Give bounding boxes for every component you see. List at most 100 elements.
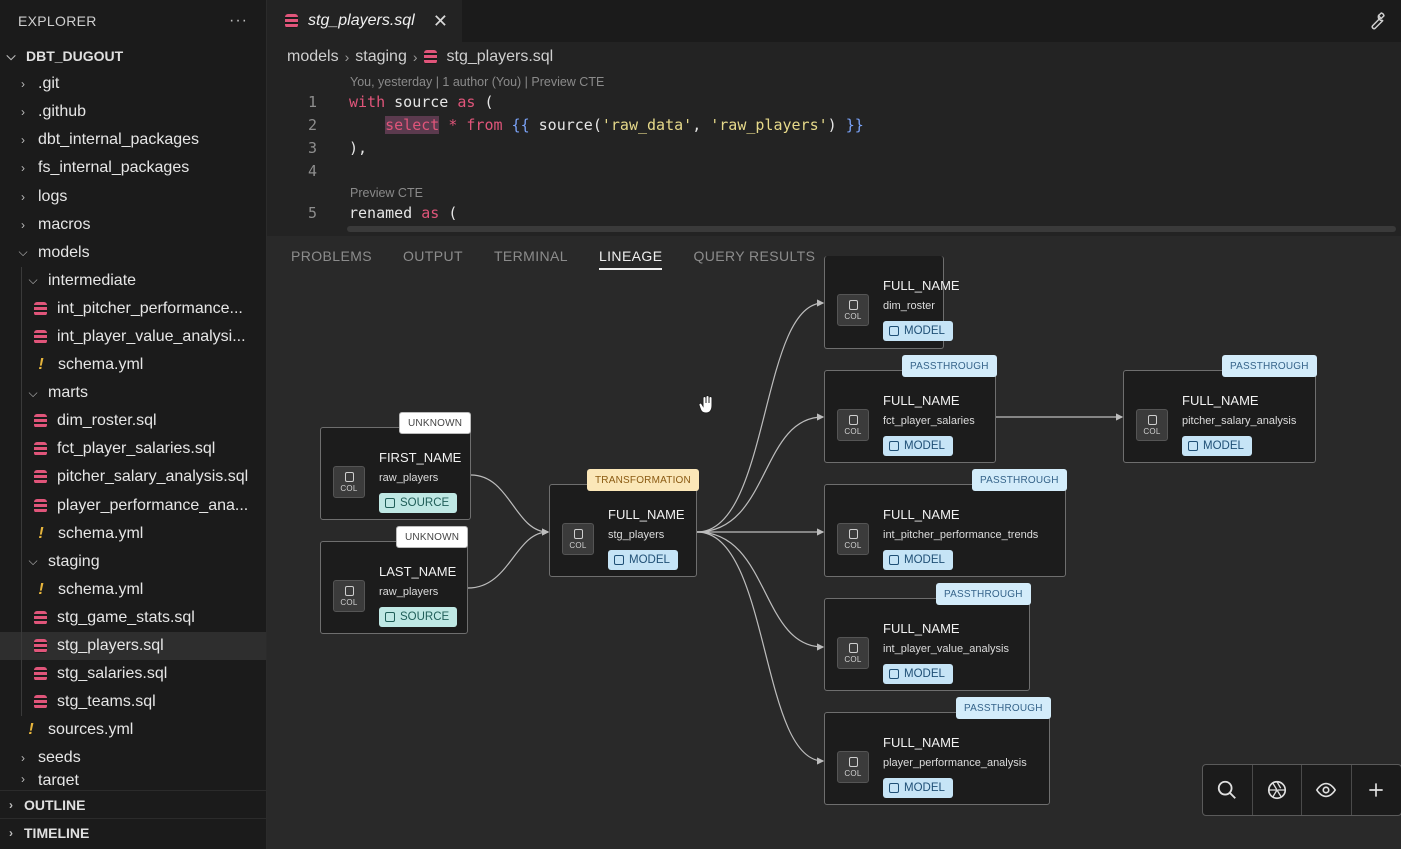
tab-terminal[interactable]: TERMINAL — [493, 248, 568, 264]
tree-root[interactable]: ⌵ DBT_DUGOUT — [0, 42, 266, 70]
code-token: renamed — [349, 203, 413, 222]
tree-item-stg-salaries[interactable]: stg_salaries.sql — [0, 660, 266, 689]
code-token: 'raw_players' — [710, 115, 828, 134]
tree-item-label: fs_internal_packages — [38, 159, 190, 177]
column-icon: COL — [837, 751, 869, 783]
lineage-controls — [1202, 764, 1401, 816]
code-line-4: 4 — [267, 159, 349, 182]
tree-item-seeds[interactable]: ›seeds — [0, 744, 266, 772]
tree-item-label: stg_salaries.sql — [57, 665, 168, 683]
node-model-name: int_pitcher_performance_trends — [883, 529, 1039, 541]
code-token: }} — [836, 115, 864, 134]
tab-output[interactable]: OUTPUT — [403, 248, 463, 264]
tree-item-staging[interactable]: ⌵staging — [0, 547, 266, 576]
lineage-node-fct-player-salaries[interactable]: COL FULL_NAME fct_player_salaries MODEL — [824, 370, 996, 463]
tree-item-label: schema.yml — [58, 580, 144, 598]
tree-item-stg-teams[interactable]: stg_teams.sql — [0, 688, 266, 717]
tree-item-pitcher-salary[interactable]: pitcher_salary_analysis.sql — [0, 463, 266, 492]
wrench-icon[interactable] — [1365, 10, 1387, 32]
status-badge: UNKNOWN — [399, 412, 472, 434]
lineage-node-pitcher-salary-analysis[interactable]: COL FULL_NAME pitcher_salary_analysis MO… — [1123, 370, 1316, 463]
tree-item-stg-players[interactable]: stg_players.sql — [0, 631, 266, 661]
lineage-node-int-player-value[interactable]: COL FULL_NAME int_player_value_analysis … — [824, 598, 1030, 691]
code-editor[interactable]: models › staging › stg_players.sql You, … — [267, 42, 1401, 232]
node-column-name: FULL_NAME — [883, 735, 960, 750]
panel-tabs: PROBLEMS OUTPUT TERMINAL LINEAGE QUERY R… — [267, 236, 1401, 276]
node-model-name: stg_players — [608, 529, 665, 541]
tab-label: stg_players.sql — [308, 12, 415, 29]
tree-item-target[interactable]: ›target — [0, 772, 266, 786]
tree-item-models[interactable]: ⌵models — [0, 239, 266, 267]
node-model-name: player_performance_analysis — [883, 757, 1027, 769]
tree-item-marts[interactable]: ⌵marts — [0, 379, 266, 408]
tree-item-stg-game-stats[interactable]: stg_game_stats.sql — [0, 603, 266, 632]
tab-stg-players[interactable]: stg_players.sql ✕ — [267, 0, 462, 42]
visibility-button[interactable] — [1302, 765, 1352, 815]
source-pill: SOURCE — [379, 493, 458, 513]
lineage-node-last-name[interactable]: COL LAST_NAME raw_players SOURCE — [320, 541, 468, 634]
tree-item-schema-yml-stg[interactable]: !schema.yml — [0, 575, 266, 604]
tree-item-fs-internal[interactable]: ›fs_internal_packages — [0, 154, 266, 182]
status-badge: PASSTHROUGH — [1222, 355, 1317, 377]
tree-item-label: .github — [38, 103, 87, 121]
tree-item-fct-salaries[interactable]: fct_player_salaries.sql — [0, 435, 266, 464]
breadcrumb-models[interactable]: models — [287, 48, 339, 65]
code-token: ( — [475, 92, 494, 111]
tree-item-dim-roster[interactable]: dim_roster.sql — [0, 407, 266, 436]
status-badge: PASSTHROUGH — [902, 355, 997, 377]
search-button[interactable] — [1203, 765, 1253, 815]
column-icon: COL — [562, 523, 594, 555]
tree-item-macros[interactable]: ›macros — [0, 211, 266, 239]
tab-lineage[interactable]: LINEAGE — [598, 236, 663, 276]
tree-item-int-player[interactable]: int_player_value_analysi... — [0, 322, 266, 352]
database-icon — [34, 301, 47, 316]
code-token — [349, 116, 385, 134]
codelens-blame[interactable]: You, yesterday | 1 author (You) | Previe… — [350, 75, 605, 89]
node-column-name: FIRST_NAME — [379, 450, 462, 465]
tree-item-player-perf[interactable]: player_performance_ana... — [0, 491, 266, 520]
database-icon — [34, 667, 47, 682]
column-icon: COL — [333, 580, 365, 612]
editor-tab-bar: stg_players.sql ✕ — [267, 0, 1401, 42]
tree-item-label: dbt_internal_packages — [38, 131, 200, 149]
breadcrumb-file[interactable]: stg_players.sql — [446, 48, 554, 65]
code-line-3: 3), — [267, 136, 367, 159]
database-icon — [34, 442, 47, 457]
horizontal-scrollbar[interactable] — [347, 226, 1396, 232]
database-icon — [34, 695, 47, 710]
breadcrumb-staging[interactable]: staging — [355, 48, 407, 65]
tab-query-results[interactable]: QUERY RESULTS — [693, 248, 816, 264]
tree-item-label: schema.yml — [58, 524, 144, 542]
codelens-preview[interactable]: Preview CTE — [350, 186, 423, 200]
tree-item-intermediate[interactable]: ⌵intermediate — [0, 266, 266, 295]
chevron-right-icon: › — [21, 189, 25, 204]
lineage-node-player-performance[interactable]: COL FULL_NAME player_performance_analysi… — [824, 712, 1050, 805]
lineage-node-first-name[interactable]: COL FIRST_NAME raw_players SOURCE — [320, 427, 471, 520]
close-icon[interactable]: ✕ — [432, 10, 448, 31]
more-actions-icon[interactable]: ··· — [229, 12, 248, 29]
line-number: 1 — [307, 92, 317, 111]
code-token: {{ — [502, 115, 530, 134]
tab-problems[interactable]: PROBLEMS — [291, 248, 372, 264]
tree-item-github[interactable]: ›.github — [0, 98, 266, 126]
explorer-header: EXPLORER ··· — [0, 0, 266, 42]
tree-item-git[interactable]: ›.git — [0, 70, 266, 98]
tree-item-sources-yml[interactable]: !sources.yml — [0, 716, 266, 744]
zoom-in-button[interactable] — [1352, 765, 1401, 815]
node-model-name: fct_player_salaries — [883, 415, 975, 427]
timeline-section[interactable]: ›TIMELINE — [0, 818, 266, 846]
tree-item-schema-yml-int[interactable]: !schema.yml — [0, 351, 266, 380]
lineage-node-stg-players[interactable]: COL FULL_NAME stg_players MODEL — [549, 484, 697, 577]
code-line-2: 2 select * from {{ source('raw_data', 'r… — [267, 113, 864, 136]
tree-item-dbt-internal[interactable]: ›dbt_internal_packages — [0, 126, 266, 154]
tree-item-logs[interactable]: ›logs — [0, 182, 266, 210]
tree-item-int-pitcher[interactable]: int_pitcher_performance... — [0, 294, 266, 323]
lineage-node-dim-roster[interactable]: COL FULL_NAME dim_roster MODEL — [824, 256, 960, 349]
lineage-node-int-pitcher-performance[interactable]: COL FULL_NAME int_pitcher_performance_tr… — [824, 484, 1066, 577]
tree-item-label: dim_roster.sql — [57, 412, 157, 430]
chevron-down-icon: ⌵ — [28, 273, 38, 288]
database-icon — [34, 639, 47, 654]
focus-button[interactable] — [1253, 765, 1302, 815]
tree-item-schema-yml-marts[interactable]: !schema.yml — [0, 519, 266, 548]
outline-section[interactable]: ›OUTLINE — [0, 790, 266, 818]
